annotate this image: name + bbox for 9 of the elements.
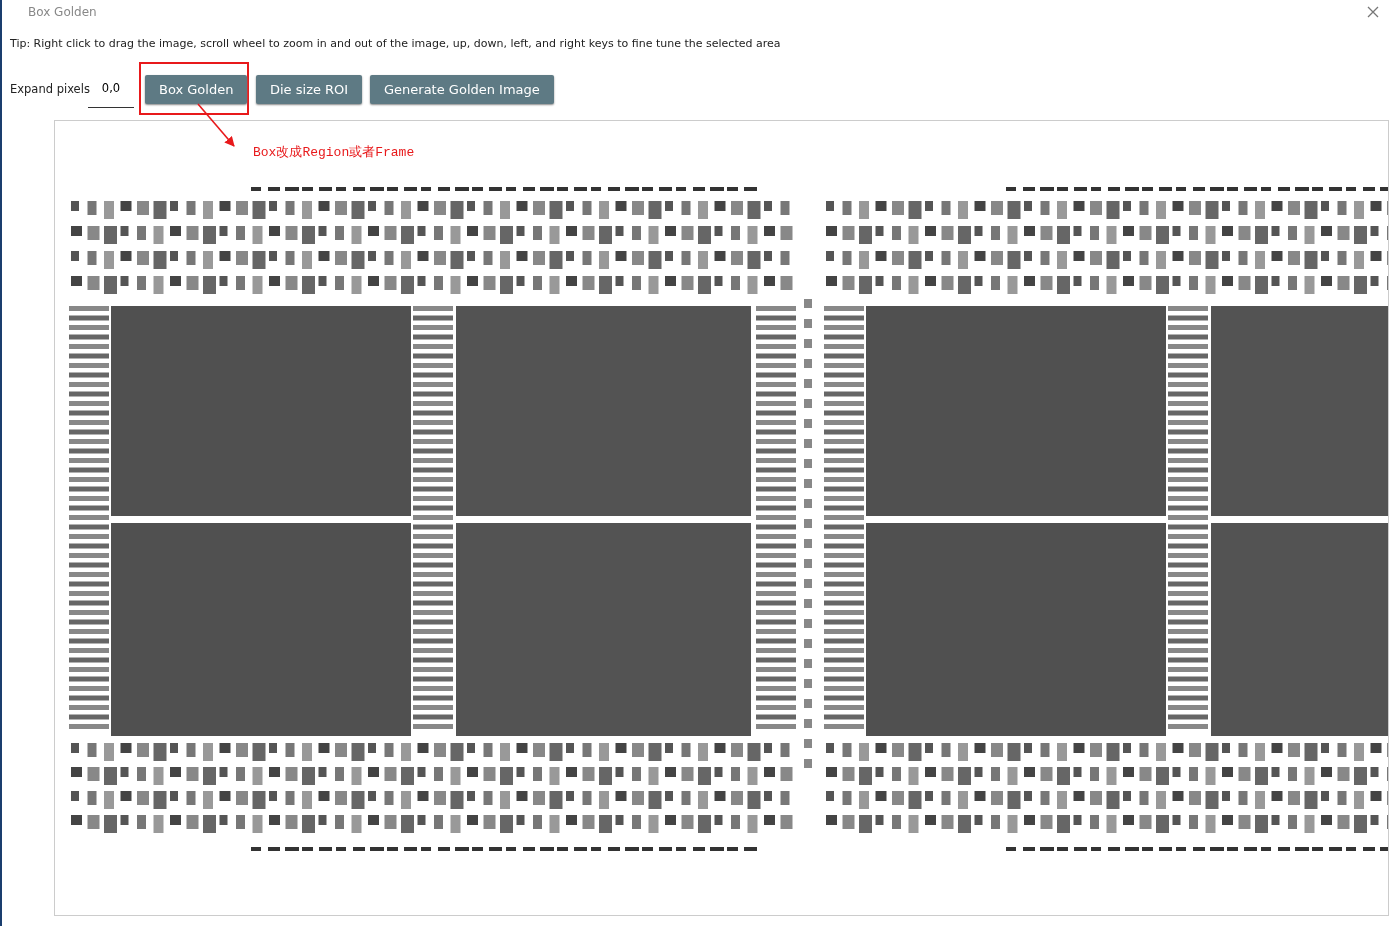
- field-label: Expand pixels: [10, 82, 90, 96]
- highlight-frame: [139, 62, 249, 115]
- tip-text: Tip: Right click to drag the image, scroll wheel to zoom in and out of the image, up, down, left, and right keys to fine tune the selected area: [10, 37, 781, 50]
- generate-golden-image-button: Generate Golden Image: [370, 75, 554, 104]
- window-title: Box Golden: [28, 5, 97, 19]
- annotation-text: Box改成Region或者Frame: [253, 143, 415, 161]
- box-golden-button: Box Golden: [145, 75, 248, 104]
- arrow: [197, 103, 235, 147]
- die-size-roi-button: Die size ROI: [256, 75, 363, 104]
